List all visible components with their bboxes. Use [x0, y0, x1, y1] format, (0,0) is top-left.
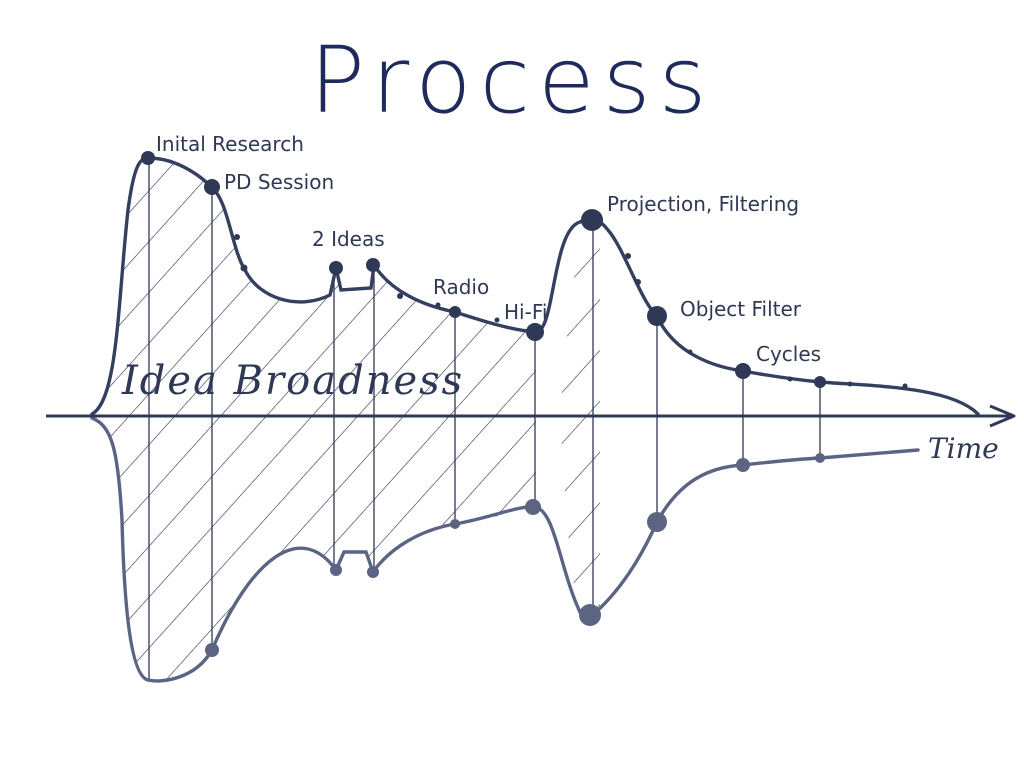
dot-small-3 [397, 293, 403, 299]
dot-small-5 [494, 317, 500, 323]
dot-idea-2 [366, 258, 380, 272]
dot-cycles-1 [735, 363, 751, 379]
dot-small-7 [635, 279, 641, 285]
milestone-labels: Inital Research PD Session 2 Ideas Radio… [156, 132, 821, 366]
page-title: Process [310, 27, 715, 134]
dot-small-1 [234, 234, 240, 240]
label-cycles: Cycles [756, 342, 821, 366]
label-pd-session: PD Session [224, 170, 334, 194]
upper-dots [141, 151, 908, 389]
dot-cycles-2 [814, 376, 826, 388]
dot-small-10 [847, 381, 853, 387]
dot-small-2 [240, 264, 248, 272]
lower-curve [90, 416, 920, 683]
label-inital-research: Inital Research [156, 132, 304, 156]
label-hi-fi: Hi-Fi [504, 300, 547, 324]
dot-small-6 [625, 253, 631, 259]
dot-small-9 [787, 376, 793, 382]
dot-small-8 [687, 349, 693, 355]
dot-inital-research [141, 151, 155, 165]
dot-hi-fi [526, 323, 544, 341]
hatched-area [92, 158, 536, 681]
idea-broadness-label: Idea Broadness [121, 358, 464, 404]
dot-pd-session [204, 179, 220, 195]
dot-idea-1 [329, 261, 343, 275]
dot-projection [581, 209, 603, 231]
label-radio: Radio [433, 275, 489, 299]
lower-dots [205, 453, 825, 657]
dot-radio [449, 306, 461, 318]
dot-small-11 [902, 383, 908, 389]
dot-small-4 [435, 302, 441, 308]
time-axis-label: Time [928, 432, 999, 465]
label-projection-filtering: Projection, Filtering [607, 192, 799, 216]
dot-object-filter [647, 306, 667, 326]
label-2-ideas: 2 Ideas [312, 227, 385, 251]
time-axis [46, 404, 1016, 428]
hatched-peak [560, 220, 600, 618]
milestone-lines [148, 158, 821, 680]
label-object-filter: Object Filter [680, 297, 802, 321]
